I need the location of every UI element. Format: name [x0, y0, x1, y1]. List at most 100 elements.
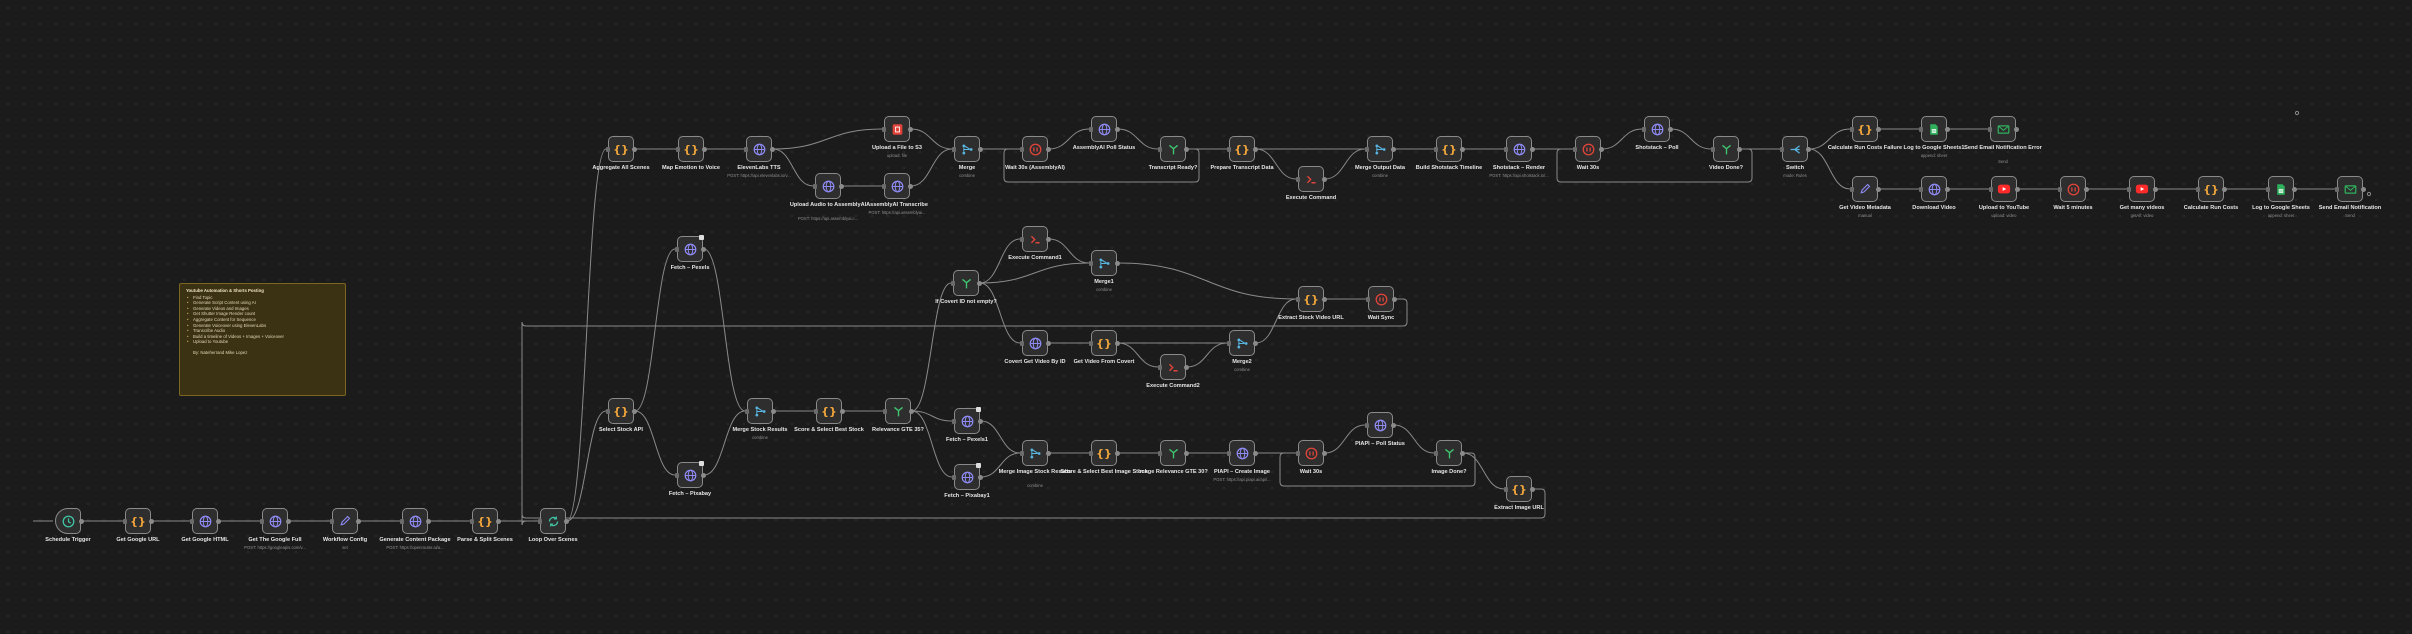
node-get-many-videos[interactable]	[2127, 176, 2158, 202]
output-port[interactable]	[2361, 187, 2366, 192]
node-score-select-stock[interactable]: {}	[814, 398, 845, 424]
connection-line[interactable]	[980, 420, 1021, 454]
node-wait-30s-assembly[interactable]	[1020, 136, 1051, 162]
input-port[interactable]	[2127, 187, 2131, 192]
node-merge2[interactable]	[1227, 330, 1258, 356]
connection-line[interactable]	[979, 238, 1021, 284]
node-upload-youtube[interactable]	[1989, 176, 2020, 202]
node-score-select-image[interactable]: {}	[1089, 440, 1120, 466]
input-port[interactable]	[1089, 127, 1093, 132]
input-port[interactable]	[1919, 187, 1923, 192]
output-port[interactable]	[1391, 147, 1396, 152]
input-port[interactable]	[952, 147, 956, 152]
connection-line[interactable]	[703, 410, 746, 476]
output-port[interactable]	[978, 475, 983, 480]
output-port[interactable]	[1046, 451, 1051, 456]
input-port[interactable]	[606, 147, 610, 152]
output-port[interactable]	[1253, 341, 1258, 346]
connection-line[interactable]	[911, 282, 952, 412]
loopback-line[interactable]	[1556, 148, 1753, 183]
output-port[interactable]	[149, 519, 154, 524]
node-execute-command[interactable]	[1296, 166, 1327, 192]
node-aggregate-scenes[interactable]: {}	[606, 136, 637, 162]
node-piapi-poll[interactable]	[1365, 412, 1396, 438]
output-port[interactable]	[1392, 297, 1397, 302]
output-port[interactable]	[2014, 127, 2019, 132]
input-port[interactable]	[400, 519, 404, 524]
node-upload-assemblyai[interactable]	[813, 173, 844, 199]
connection-line[interactable]	[1117, 262, 1297, 300]
node-fetch-pexels[interactable]	[675, 235, 706, 262]
input-port[interactable]	[1504, 147, 1508, 152]
input-port[interactable]	[190, 519, 194, 524]
connection-line[interactable]	[980, 452, 1021, 478]
input-port[interactable]	[1020, 341, 1024, 346]
connection-line[interactable]	[1048, 128, 1090, 150]
connection-line[interactable]	[1324, 424, 1366, 454]
node-execute-command1[interactable]	[1020, 226, 1051, 252]
node-get-google-html[interactable]	[190, 508, 221, 534]
input-port[interactable]	[1989, 187, 1993, 192]
output-port[interactable]	[564, 519, 569, 524]
input-port[interactable]	[744, 147, 748, 152]
input-port[interactable]	[1988, 127, 1992, 132]
node-shotstack-render[interactable]	[1504, 136, 1535, 162]
output-port[interactable]	[632, 147, 637, 152]
input-port[interactable]	[2335, 187, 2339, 192]
connection-line[interactable]	[1117, 128, 1159, 150]
node-extract-stock-video[interactable]: {}	[1296, 286, 1327, 312]
output-port[interactable]	[908, 184, 913, 189]
input-port[interactable]	[1158, 147, 1162, 152]
output-port[interactable]	[771, 409, 776, 414]
output-port[interactable]	[702, 147, 707, 152]
node-merge-stock-results[interactable]	[745, 398, 776, 424]
input-port[interactable]	[1711, 147, 1715, 152]
connection-line[interactable]	[1048, 238, 1090, 264]
input-port[interactable]	[1020, 237, 1024, 242]
connection-line[interactable]	[911, 410, 953, 422]
input-port[interactable]	[675, 247, 679, 252]
output-port[interactable]	[1599, 147, 1604, 152]
node-covert-get-video[interactable]	[1020, 330, 1051, 356]
node-wait-30s[interactable]	[1573, 136, 1604, 162]
input-port[interactable]	[1780, 147, 1784, 152]
node-wait-30s-b[interactable]	[1296, 440, 1327, 466]
node-parse-split[interactable]: {}	[470, 508, 501, 534]
input-port[interactable]	[1365, 147, 1369, 152]
node-wait-5min[interactable]	[2058, 176, 2089, 202]
loopback-line[interactable]	[521, 488, 1546, 526]
node-calc-run-costs-failure[interactable]: {}	[1850, 116, 1881, 142]
node-merge[interactable]	[952, 136, 983, 162]
output-port[interactable]	[978, 147, 983, 152]
output-port[interactable]	[1876, 127, 1881, 132]
node-log-sheets-1[interactable]	[1919, 116, 1950, 142]
node-select-stock-api[interactable]: {}	[606, 398, 637, 424]
input-port[interactable]	[1919, 127, 1923, 132]
output-port[interactable]	[701, 473, 706, 478]
output-port[interactable]	[770, 147, 775, 152]
output-port[interactable]	[1322, 177, 1327, 182]
input-port[interactable]	[1850, 127, 1854, 132]
output-port[interactable]	[839, 184, 844, 189]
node-send-email-error[interactable]	[1988, 116, 2019, 142]
connection-line[interactable]	[1393, 424, 1435, 454]
output-port[interactable]	[1184, 365, 1189, 370]
node-workflow-config[interactable]	[330, 508, 361, 534]
node-execute-command2[interactable]	[1158, 354, 1189, 380]
output-port[interactable]	[426, 519, 431, 524]
node-map-emotion[interactable]: {}	[676, 136, 707, 162]
connection-line[interactable]	[566, 410, 607, 522]
connection-line[interactable]	[979, 282, 1021, 344]
node-fetch-pixabay1[interactable]	[952, 463, 983, 490]
connection-line[interactable]	[1324, 148, 1366, 180]
node-fetch-pexels1[interactable]	[952, 407, 983, 434]
node-image-done[interactable]	[1434, 440, 1465, 466]
node-image-relevance[interactable]	[1158, 440, 1189, 466]
output-port[interactable]	[1530, 487, 1535, 492]
output-port[interactable]	[1876, 187, 1881, 192]
add-node-handle-icon[interactable]	[2366, 191, 2372, 197]
connection-line[interactable]	[1601, 128, 1643, 150]
node-fetch-pixabay[interactable]	[675, 461, 706, 488]
input-port[interactable]	[1296, 451, 1300, 456]
node-wait-sync[interactable]	[1366, 286, 1397, 312]
